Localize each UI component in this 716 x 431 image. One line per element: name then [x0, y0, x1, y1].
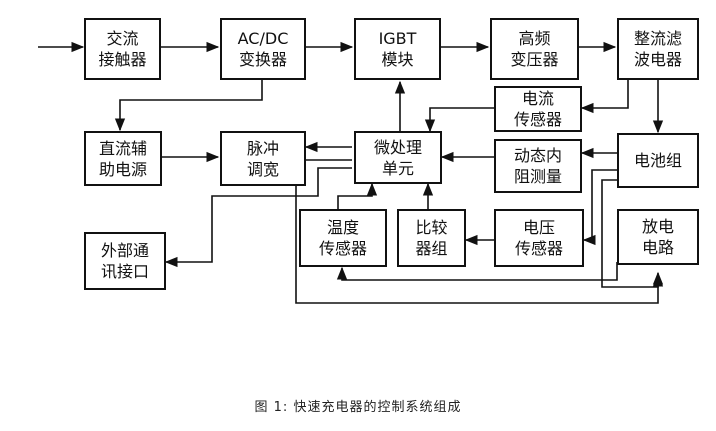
- block-comparator: 比较 器组: [397, 209, 466, 267]
- arrow-mcu-discharge-loop: [295, 159, 664, 304]
- block-discharge: 放电 电路: [617, 209, 699, 265]
- block-current-sensor: 电流 传感器: [494, 86, 582, 132]
- block-acdc-converter: AC/DC 变换器: [220, 18, 306, 80]
- block-voltage-sensor: 电压 传感器: [494, 209, 584, 267]
- arrow-discharge-tempsensor: [336, 262, 618, 281]
- block-mcu: 微处理 单元: [354, 131, 442, 184]
- arrow-mcu-extcomm: [164, 167, 352, 268]
- figure-caption: 图 1: 快速充电器的控制系统组成: [254, 400, 462, 415]
- block-temp-sensor: 温度 传感器: [299, 209, 387, 267]
- block-external-comm: 外部通 讯接口: [84, 232, 166, 290]
- block-igbt-module: IGBT 模块: [354, 18, 441, 80]
- block-hf-transformer: 高频 变压器: [490, 18, 579, 80]
- arrow-acdc-dcaux: [114, 80, 263, 132]
- block-battery: 电池组: [617, 133, 699, 188]
- arrow-battery-voltagesensor: [582, 169, 617, 246]
- block-rectifier-filter: 整流滤 波电器: [617, 18, 699, 80]
- block-dynamic-resistance: 动态内 阻测量: [494, 139, 582, 193]
- arrow-tempsensor-mcu: [337, 182, 378, 209]
- block-ac-contactor: 交流 接触器: [84, 18, 161, 80]
- arrow-rectifier-currentsensor: [580, 80, 629, 114]
- block-pwm: 脉冲 调宽: [220, 131, 306, 186]
- block-dc-aux-power: 直流辅 助电源: [84, 131, 162, 186]
- arrow-currentsensor-mcu: [424, 107, 494, 133]
